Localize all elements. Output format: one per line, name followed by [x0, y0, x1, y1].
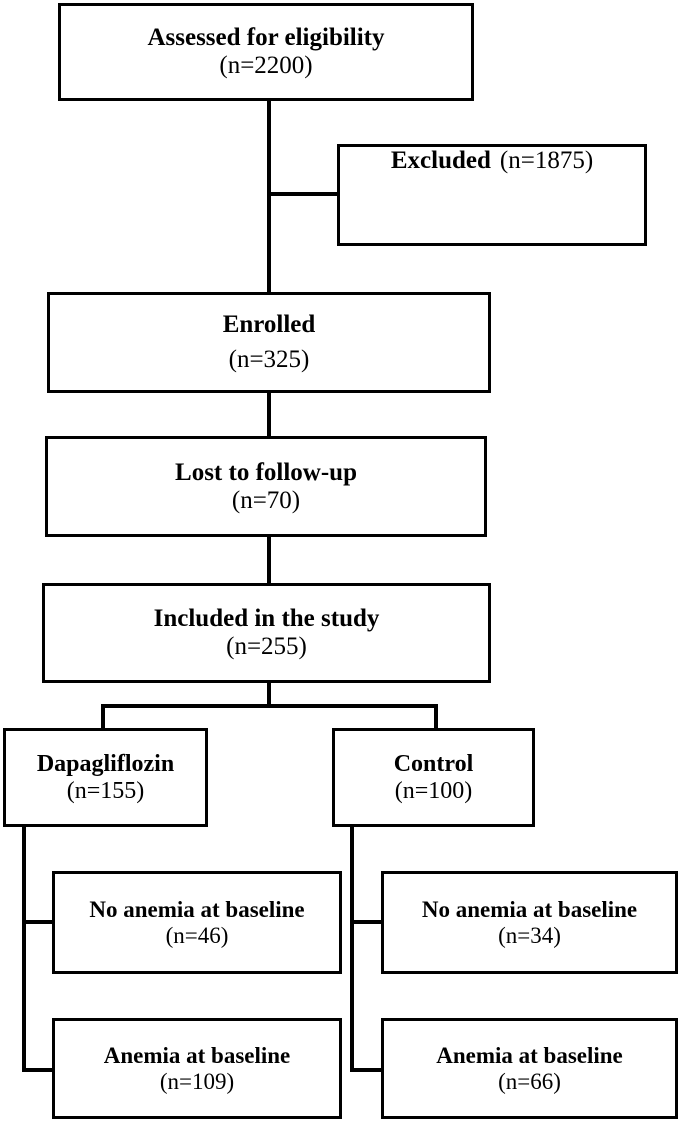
node-count: (n=155) — [66, 777, 145, 804]
node-title: Included in the study — [153, 605, 380, 632]
node-title: Anemia at baseline — [103, 1042, 291, 1068]
node-count: (n=109) — [159, 1068, 235, 1094]
connector-control-to-anemia — [350, 1068, 384, 1072]
node-count: (n=34) — [498, 922, 561, 948]
node-included-in-the-study[interactable]: Included in the study (n=255) — [42, 583, 491, 683]
node-title: No anemia at baseline — [89, 896, 305, 922]
connector-lost-to-included — [267, 535, 271, 585]
connector-split-to-dapagliflozin — [101, 704, 105, 731]
node-title: Excluded — [390, 147, 491, 174]
node-title: Assessed for eligibility — [147, 24, 385, 51]
node-count: (n=255) — [226, 633, 307, 660]
connector-group-split-bar — [101, 704, 438, 708]
node-count: (n=100) — [394, 777, 473, 804]
node-title: No anemia at baseline — [421, 896, 638, 922]
node-title: Dapagliflozin — [36, 750, 175, 777]
node-dapagliflozin-no-anemia[interactable]: No anemia at baseline (n=46) — [52, 871, 342, 974]
connector-control-spine — [350, 824, 354, 1072]
node-dapagliflozin-group[interactable]: Dapagliflozin (n=155) — [3, 728, 208, 827]
node-title: Anemia at baseline — [436, 1042, 623, 1068]
connector-split-to-control — [434, 704, 438, 731]
node-count: (n=70) — [231, 486, 301, 514]
node-title: Control — [393, 750, 474, 777]
connector-assessed-trunk — [267, 100, 271, 295]
connector-control-to-no-anemia — [350, 920, 384, 924]
node-control-no-anemia[interactable]: No anemia at baseline (n=34) — [381, 871, 678, 974]
node-control-group[interactable]: Control (n=100) — [332, 728, 535, 827]
connector-included-stub — [267, 680, 271, 708]
connector-dapagliflozin-spine — [22, 824, 26, 1072]
node-control-anemia[interactable]: Anemia at baseline (n=66) — [381, 1018, 678, 1119]
connector-dapagliflozin-to-no-anemia — [22, 920, 55, 924]
connector-dapagliflozin-to-anemia — [22, 1068, 55, 1072]
node-count: (n=1875) — [499, 147, 594, 174]
node-lost-to-follow-up[interactable]: Lost to follow-up (n=70) — [45, 436, 487, 537]
node-enrolled[interactable]: Enrolled (n=325) — [47, 292, 491, 393]
connector-assessed-to-excluded — [267, 192, 340, 196]
node-assessed-for-eligibility[interactable]: Assessed for eligibility (n=2200) — [58, 3, 474, 101]
node-count: (n=325) — [228, 345, 310, 373]
node-count: (n=2200) — [219, 52, 313, 79]
connector-enrolled-to-lost — [267, 390, 271, 438]
node-excluded[interactable]: Excluded (n=1875) — [337, 144, 647, 246]
node-title: Lost to follow-up — [175, 458, 357, 486]
node-count: (n=66) — [498, 1068, 561, 1094]
node-dapagliflozin-anemia[interactable]: Anemia at baseline (n=109) — [52, 1018, 342, 1119]
node-count: (n=46) — [165, 922, 229, 948]
node-title: Enrolled — [222, 311, 316, 338]
